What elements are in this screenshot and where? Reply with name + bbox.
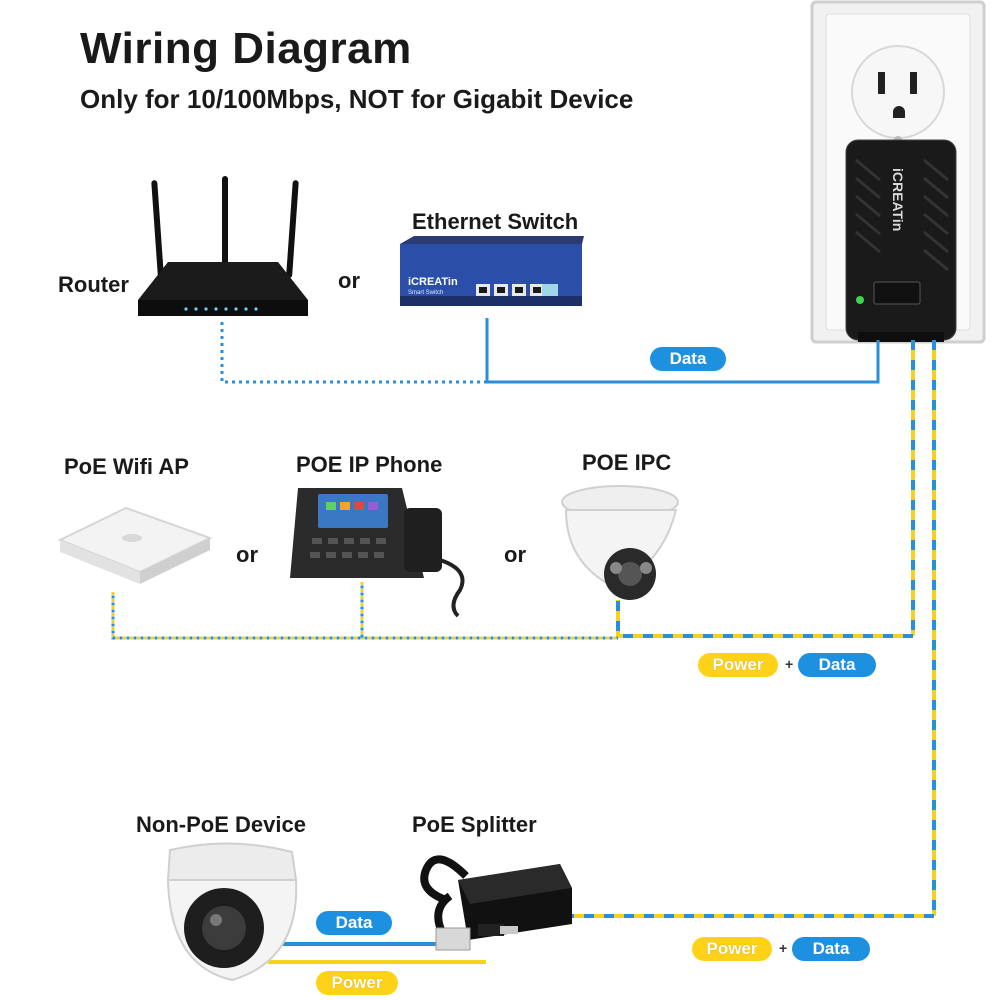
non-poe-camera-icon	[168, 843, 296, 980]
switch-brand-logo: iCREATin	[408, 276, 458, 288]
poe-splitter-icon	[424, 859, 572, 950]
or-connector-3: or	[504, 542, 526, 568]
data-tag-middle: Data	[798, 653, 876, 677]
power-tag-splitter: Power	[316, 971, 398, 995]
ethernet-switch-label: Ethernet Switch	[412, 209, 578, 235]
poe-trunk-line	[572, 340, 934, 916]
wifi-ap-icon	[60, 508, 210, 584]
non-poe-device-label: Non-PoE Device	[136, 812, 306, 838]
poe-ip-phone-label: POE IP Phone	[296, 452, 442, 478]
switch-brand-sub: Smart Switch	[408, 290, 443, 296]
poe-wifi-ap-label: PoE Wifi AP	[64, 454, 189, 480]
data-tag-splitter: Data	[316, 911, 392, 935]
poe-devices-line	[113, 582, 618, 638]
poe-splitter-label: PoE Splitter	[412, 812, 537, 838]
or-connector-2: or	[236, 542, 258, 568]
data-tag-bottom: Data	[792, 937, 870, 961]
plus-sign-middle: +	[785, 656, 793, 672]
ip-phone-icon	[290, 488, 463, 616]
data-tag-top: Data	[650, 347, 726, 371]
router-icon	[138, 176, 308, 316]
injector-brand-logo: iCREATin	[890, 168, 906, 231]
poe-ipc-label: POE IPC	[582, 450, 671, 476]
dome-camera-icon	[562, 486, 678, 600]
data-line-top	[222, 318, 878, 382]
power-tag-bottom: Power	[692, 937, 772, 961]
plus-sign-bottom: +	[779, 940, 787, 956]
power-tag-middle: Power	[698, 653, 778, 677]
or-connector-1: or	[338, 268, 360, 294]
router-label: Router	[58, 272, 129, 298]
